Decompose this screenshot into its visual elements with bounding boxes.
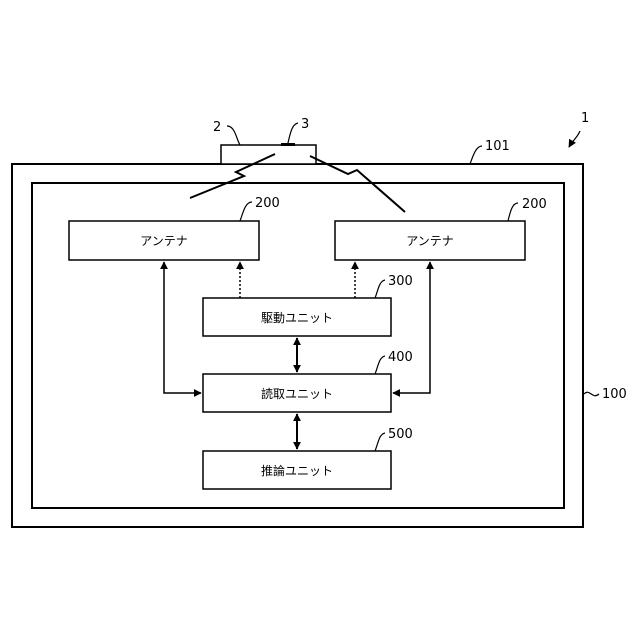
- ref-500-label: 500: [388, 427, 413, 442]
- read-unit-label: 読取ユニット: [261, 386, 333, 401]
- ref-300-label: 300: [388, 274, 413, 289]
- ref-101-leader: [470, 146, 482, 164]
- ref-101-label: 101: [485, 139, 510, 154]
- ref-200-right-leader: [508, 203, 518, 221]
- infer-unit-label: 推論ユニット: [261, 463, 333, 478]
- ref-100-label: 100: [602, 387, 627, 402]
- ref-1-leader: [569, 131, 580, 147]
- ref-300-leader: [375, 280, 385, 298]
- antenna-right-label: アンテナ: [406, 234, 454, 248]
- ref-100-leader: [584, 392, 599, 395]
- ref-400-label: 400: [388, 350, 413, 365]
- tag-box: [221, 145, 316, 164]
- ref-200-left-leader: [240, 202, 252, 221]
- ref-200-left-label: 200: [255, 196, 280, 211]
- ref-1-label: 1: [581, 111, 589, 126]
- antenna-left-read-arrow: [164, 262, 201, 393]
- tag-chip: [281, 143, 295, 146]
- ref-3-leader: [288, 123, 298, 143]
- ref-3-label: 3: [301, 117, 309, 132]
- ref-200-right-label: 200: [522, 197, 547, 212]
- ref-2-label: 2: [213, 120, 221, 135]
- drive-unit-label: 駆動ユニット: [261, 311, 333, 325]
- ref-500-leader: [375, 433, 385, 451]
- ref-400-leader: [375, 356, 385, 374]
- ref-2-leader: [227, 126, 240, 145]
- antenna-left-label: アンテナ: [140, 234, 188, 248]
